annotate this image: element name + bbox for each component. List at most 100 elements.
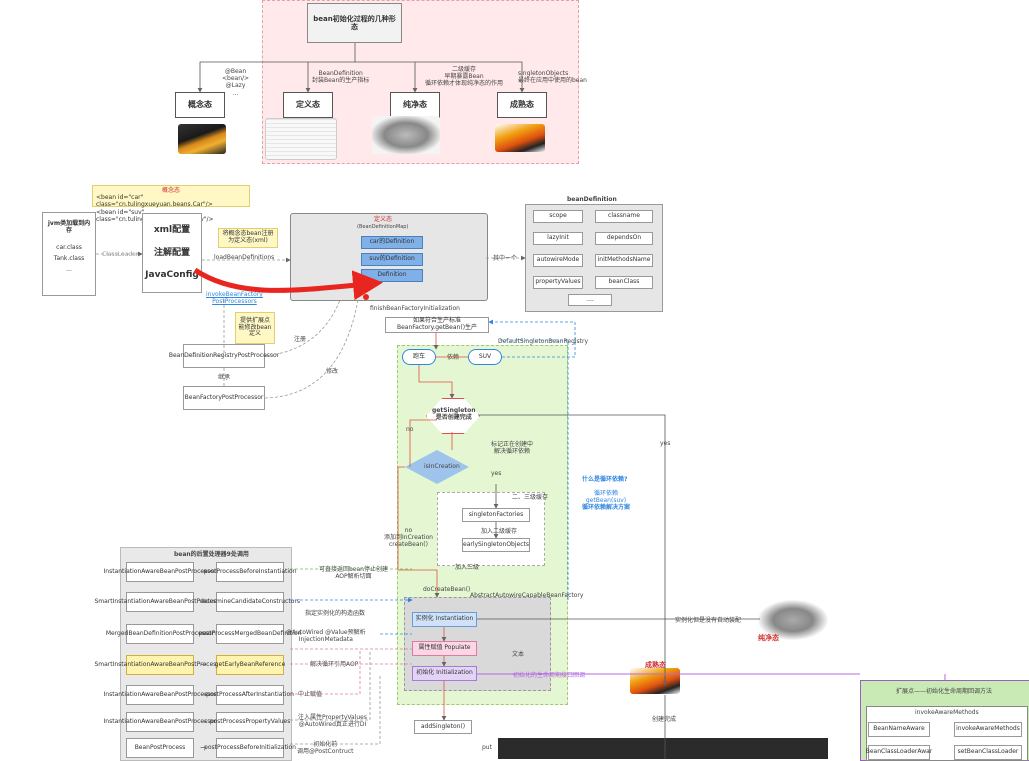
pp-row-4-arrow: → <box>200 690 207 699</box>
defmap-title: 定义态 <box>374 216 393 223</box>
pp-row-1-arrow: → <box>200 597 207 606</box>
defmap-item-car: car的Definition <box>361 236 423 249</box>
load-bean-defs: loadBeanDefinitions <box>214 254 275 261</box>
pp-row-3-method: getEarlyBeanReference <box>215 655 285 675</box>
yes-label-2: yes <box>491 470 502 477</box>
car-image-mature-2 <box>630 668 680 694</box>
jvm-box: jvm类加载到内存 car.class Tank.class ... <box>42 212 96 296</box>
prop-classname: classname <box>595 210 653 223</box>
is-in-creation-label: isInCreation <box>424 463 460 470</box>
step-initialization: 初始化 Initialization <box>412 666 477 681</box>
pp-row-6-class: BeanPostProcess <box>126 738 194 758</box>
car-image-mature <box>495 124 545 152</box>
car-image-chassis <box>372 116 440 154</box>
ext-row-0-right: invokeAwareMethods <box>954 722 1022 737</box>
defmap-item-suv: suv的Definition <box>361 253 423 266</box>
init-note: 初始化的生命周期接口回调 <box>513 672 586 679</box>
pp-note-6: 初始化前调用@PostContruct <box>297 741 354 756</box>
create-done-label: 创建完成 <box>652 716 677 723</box>
register-note: 将概念态bean注册为定义态(xml) <box>218 228 278 248</box>
do-create-label: doCreateBean() <box>423 586 471 593</box>
mark-note: 标记正在创建中解决循环依赖 <box>491 441 534 456</box>
prop-propertyvalues: propertyValues <box>533 276 583 289</box>
pp-note-3: 解决循环引用AOP <box>310 661 359 668</box>
top-title: bean初始化过程的几种形态 <box>307 3 402 43</box>
pp-row-1-class: SmartInstantiationAwareBeanPostProcessor <box>94 592 226 612</box>
concept-notes: @Bean<bean/>@Lazy... <box>222 68 250 97</box>
text-label: 文本 <box>512 651 525 658</box>
one-of-label: 其中一个 <box>493 255 518 262</box>
add-third-label: 加入三级 <box>455 564 480 571</box>
pp-row-3-class: SmartInstantiationAwareBeanPostProcessor <box>94 655 226 675</box>
mature-state-label: 成熟态 <box>645 661 666 669</box>
circular-title: 什么是循环依赖? <box>582 476 628 483</box>
pp-row-0-arrow: → <box>200 567 207 576</box>
prop-lazyinit: lazyInit <box>533 232 583 245</box>
cache-title: 二、三级缓存 <box>512 494 549 501</box>
factory-pp-box: BeanFactoryPostProcessor <box>183 386 265 410</box>
pp-row-5-arrow: → <box>200 717 207 726</box>
prop-more: .... <box>568 294 612 306</box>
pure-state-label: 纯净态 <box>758 634 779 642</box>
pp-row-0-class: InstantiationAwareBeanPostProcessor <box>104 562 216 582</box>
pp-note-4: 中止赋值 <box>298 691 323 698</box>
pp-row-2-arrow: → <box>200 629 207 638</box>
bean-definition-title: beanDefinition <box>567 196 617 203</box>
add-second-label: 加入二级缓存 <box>481 528 518 535</box>
default-registry-label: DefaultSingletonBeanRegistry <box>498 338 589 345</box>
prop-initmethodsname: initMethodsName <box>595 254 653 267</box>
pp-row-4-class: InstantiationAwareBeanPostProcessor <box>104 685 216 705</box>
pp-row-4-method: postProcessAfterInstantiation <box>206 685 294 705</box>
pp-row-6-arrow: → <box>200 743 207 752</box>
node-car: 跑车 <box>402 349 436 365</box>
pp-row-5-class: InstantiationAwareBeanPostProcessor <box>104 712 216 732</box>
modify-label: 修改 <box>326 368 339 375</box>
state-definition: 定义态 <box>283 92 333 118</box>
invoke-aware-title: invokeAwareMethods <box>915 709 979 716</box>
pp-note-5: 注入属性PropertyValues@AutoWired真正进行DI <box>298 714 367 729</box>
register-label: 注册 <box>294 336 307 343</box>
pp-title: bean的后置处理器9处调用 <box>174 551 249 558</box>
pp-row-5-method: postProcessPropertyValues <box>210 712 290 732</box>
node-suv: SUV <box>468 349 502 365</box>
pp-note-1: 指定实例化的构造函数 <box>305 610 366 617</box>
finish-init-label: finishBeanFactoryInitialization <box>370 305 460 312</box>
extend-note: 提供扩展点 能修改bean定义 <box>235 312 275 344</box>
prop-dependson: dependsOn <box>595 232 653 245</box>
instantiation-note: 实例化但是没有自动装配 <box>675 617 742 624</box>
prop-scope: scope <box>533 210 583 223</box>
prop-autowiremode: autowireMode <box>533 254 583 267</box>
cache-region <box>437 492 545 566</box>
extension-title: 扩展点——初始化生命周期回调方法 <box>896 688 993 695</box>
inherit-label: 继承 <box>218 374 231 381</box>
aacbf-label: AbstractAutowireCapableBeanFactory <box>470 592 584 599</box>
defmap-subtitle: (BeanDefinitionMap) <box>357 224 409 230</box>
dep-label: 依赖 <box>447 354 460 361</box>
pp-row-6-method: postProcessBeforeInitialization <box>204 738 296 758</box>
classloader-label: ClassLoader <box>102 251 139 258</box>
ext-row-0-left: BeanNameAware <box>868 722 930 737</box>
pp-row-0-method: postProcessBeforeInstantiation <box>203 562 297 582</box>
car-image-concept <box>178 124 226 154</box>
pp-row-2-class: MergedBeanDefinitionPostProcessor <box>106 624 214 644</box>
step-instantiation: 实例化 Instantiation <box>412 612 477 627</box>
pp-row-1-method: determineCandidateConstructors <box>200 592 300 612</box>
car-image-chassis-2 <box>758 600 828 640</box>
prop-beanclass: beanClass <box>595 276 653 289</box>
dark-strip <box>498 738 828 759</box>
pp-row-3-arrow: → <box>200 660 207 669</box>
pp-row-2-method: postProcessMergedBeanDefinition <box>199 624 301 644</box>
car-image-blueprint <box>265 118 337 160</box>
put-label: put <box>482 744 492 751</box>
